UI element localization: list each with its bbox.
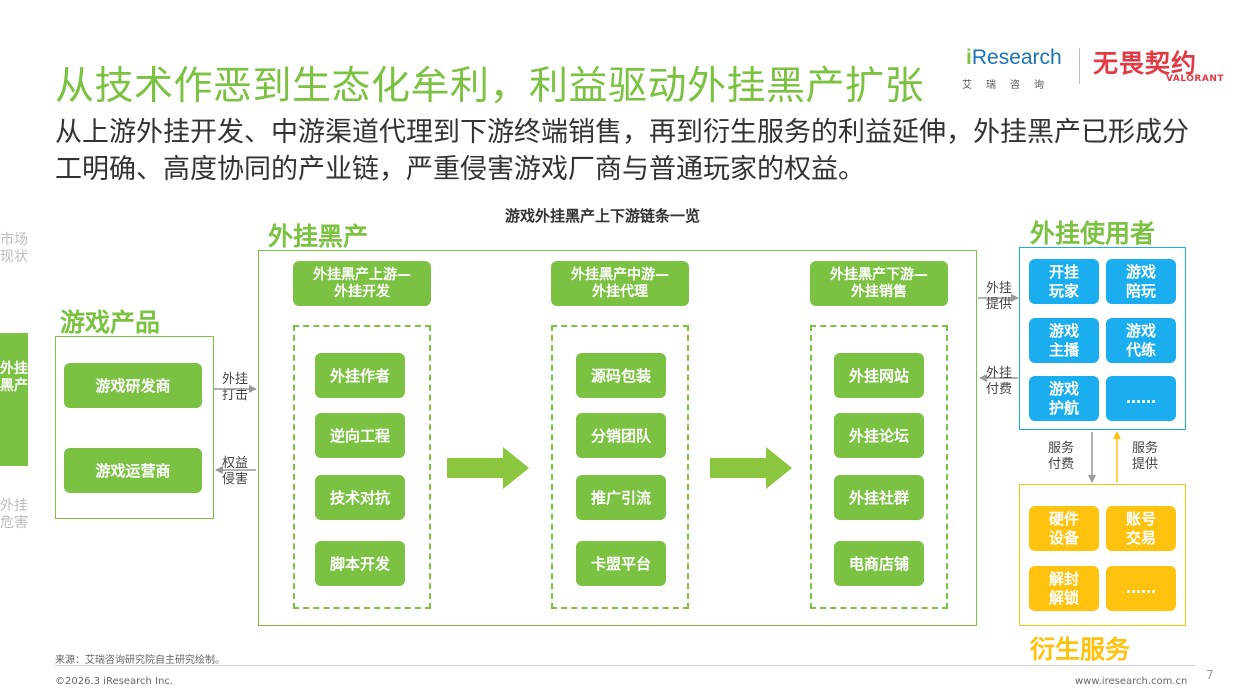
derivative-more-node: …… [1106, 566, 1176, 611]
reverse-engineering-node: 逆向工程 [315, 413, 405, 458]
sidenav-item-harm[interactable]: 外挂危害 [0, 498, 28, 531]
users-more-node: …… [1106, 376, 1176, 421]
account-trading-node: 账号交易 [1106, 506, 1176, 551]
cheat-users-box [1019, 247, 1186, 430]
cheat-community-node: 外挂社群 [834, 475, 924, 520]
service-payment-label: 服务付费 [1047, 441, 1074, 472]
diagram-title: 游戏外挂黑产上下游链条一览 [505, 207, 701, 225]
game-products-label: 游戏产品 [60, 308, 161, 337]
blackmarket-label: 外挂黑产 [268, 222, 369, 251]
upstream-header: 外挂黑产上游—外挂开发 [293, 261, 431, 306]
traffic-promotion-node: 推广引流 [576, 475, 666, 520]
hardware-device-node: 硬件设备 [1029, 506, 1099, 551]
derivative-services-label: 衍生服务 [1030, 635, 1131, 664]
game-products-box [55, 336, 214, 519]
upstream-to-midstream-arrow [447, 447, 529, 489]
cheat-users-label: 外挂使用者 [1030, 219, 1156, 248]
midstream-header: 外挂黑产中游—外挂代理 [551, 261, 689, 306]
game-booster-node: 游戏代练 [1106, 318, 1176, 363]
cheat-player-node: 开挂玩家 [1029, 259, 1099, 304]
sidenav-item-market-status[interactable]: 市场现状 [0, 232, 28, 265]
midstream-to-downstream-arrow [710, 447, 792, 489]
cheat-website-node: 外挂网站 [834, 353, 924, 398]
page-title: 从技术作恶到生态化牟利，利益驱动外挂黑产扩张 [55, 64, 925, 109]
derivative-services-box [1019, 484, 1186, 626]
rights-infringement-label: 权益侵害 [221, 456, 248, 487]
service-provide-label: 服务提供 [1131, 441, 1158, 472]
distribution-team-node: 分销团队 [576, 413, 666, 458]
source-packaging-node: 源码包装 [576, 353, 666, 398]
downstream-header: 外挂黑产下游—外挂销售 [810, 261, 948, 306]
cheat-crackdown-label: 外挂打击 [221, 372, 248, 403]
footer-divider [55, 665, 1195, 666]
blackmarket-box [258, 250, 977, 626]
game-developer-node: 游戏研发商 [64, 363, 202, 408]
cheat-author-node: 外挂作者 [315, 353, 405, 398]
game-operator-node: 游戏运营商 [64, 448, 202, 493]
unban-unlock-node: 解封解锁 [1029, 566, 1099, 611]
iresearch-logo: iResearch 艾瑞咨询 [962, 46, 1062, 91]
card-platform-node: 卡盟平台 [576, 541, 666, 586]
midstream-group [551, 325, 689, 609]
game-streamer-node: 游戏主播 [1029, 318, 1099, 363]
copyright: ©2026.3 iResearch Inc. [55, 676, 173, 687]
cheat-provide-label: 外挂提供 [985, 281, 1012, 312]
tech-countermeasure-node: 技术对抗 [315, 475, 405, 520]
ecommerce-store-node: 电商店铺 [834, 541, 924, 586]
page-subtitle: 从上游外挂开发、中游渠道代理到下游终端销售，再到衍生服务的利益延伸，外挂黑产已形… [55, 117, 1189, 185]
website-link[interactable]: www.iresearch.com.cn [1075, 676, 1188, 687]
sidenav-item-blackmarket[interactable]: 外挂黑产 [0, 333, 28, 466]
source-note: 来源：艾瑞咨询研究院自主研究绘制。 [55, 655, 225, 666]
game-companion-node: 游戏陪玩 [1106, 259, 1176, 304]
valorant-logo: 无畏契约 VALORANT [1093, 49, 1224, 84]
logo-divider [1079, 48, 1080, 84]
downstream-group [810, 325, 948, 609]
cheat-forum-node: 外挂论坛 [834, 413, 924, 458]
page-number: 7 [1206, 668, 1214, 682]
game-escort-node: 游戏护航 [1029, 376, 1099, 421]
script-development-node: 脚本开发 [315, 541, 405, 586]
upstream-group [293, 325, 431, 609]
cheat-payment-label: 外挂付费 [985, 366, 1012, 397]
